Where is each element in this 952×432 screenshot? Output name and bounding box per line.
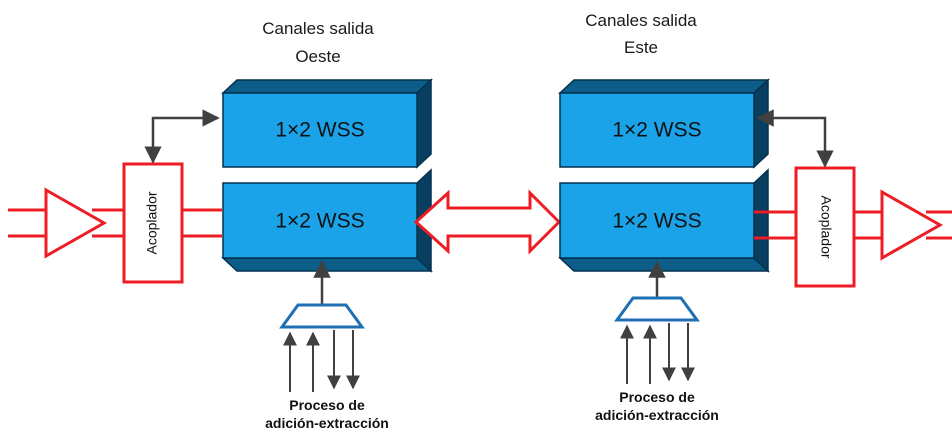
east-title-line1: Canales salida [585, 11, 697, 30]
east-wss-top-label: 1×2 WSS [612, 119, 701, 142]
east-wss-bottom-label: 1×2 WSS [612, 210, 701, 233]
west-wss-top: 1×2 WSS [221, 78, 433, 169]
east-title-line2: Este [624, 38, 658, 57]
west-add-drop-ports [283, 330, 360, 392]
east-coupler-label: Acoplador [818, 195, 834, 258]
west-process-line1: Proceso de [289, 397, 365, 413]
west-add-drop-mux [279, 303, 365, 329]
east-coupler [794, 166, 856, 288]
west-coupler-label: Acoplador [144, 191, 160, 254]
east-coupler-to-wss-arrow [756, 109, 834, 168]
east-process-line1: Proceso de [619, 389, 695, 405]
east-output-fibers [754, 210, 952, 240]
west-wss-top-label: 1×2 WSS [275, 119, 364, 142]
west-wss-bottom-label: 1×2 WSS [275, 210, 364, 233]
west-coupler-to-wss-arrow [144, 109, 220, 164]
inter-wss-double-arrow [413, 189, 562, 255]
west-title-line1: Canales salida [262, 19, 374, 38]
west-amplifier [44, 187, 108, 259]
east-add-drop-mux [614, 296, 700, 322]
west-coupler [122, 162, 184, 284]
west-wss-bottom: 1×2 WSS [221, 168, 433, 273]
west-process-line2: adición-extracción [265, 415, 389, 431]
east-process-line2: adición-extracción [595, 407, 719, 423]
west-title-line2: Oeste [295, 47, 340, 66]
east-amplifier [880, 189, 944, 261]
east-add-drop-ports [620, 323, 695, 384]
west-input-fibers [8, 208, 222, 238]
east-wss-bottom: 1×2 WSS [558, 168, 770, 273]
east-wss-top: 1×2 WSS [558, 78, 770, 169]
